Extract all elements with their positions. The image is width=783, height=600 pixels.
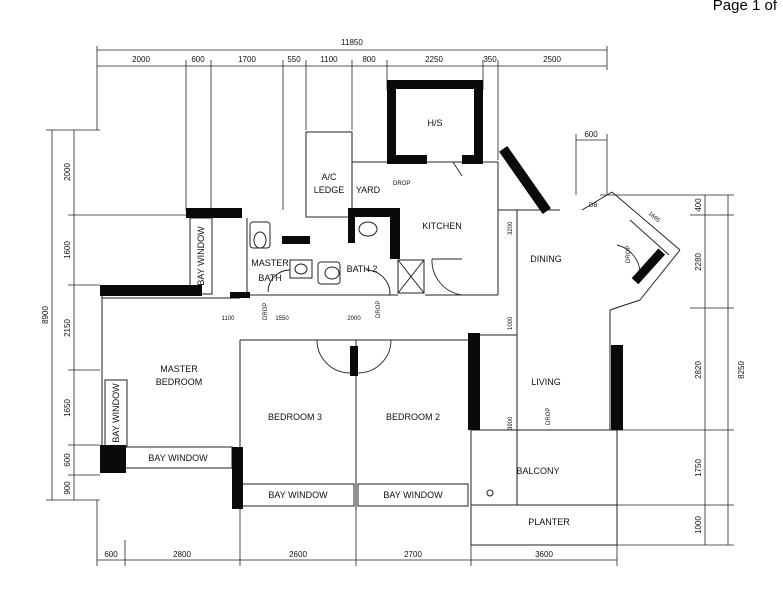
note-mb-dim-1550: 1550 bbox=[275, 316, 289, 322]
room-bedroom2: BEDROOM 2 bbox=[386, 412, 440, 422]
small-top-dim: 600 bbox=[584, 130, 598, 139]
room-planter: PLANTER bbox=[528, 517, 570, 527]
note-ceiling-1000: 1000 bbox=[508, 316, 514, 330]
bay-window-mb-bath: BAY WINDOW bbox=[196, 226, 206, 286]
thin-walls bbox=[101, 131, 681, 546]
note-drop-mb: DROP bbox=[263, 303, 269, 320]
top-dim-8: 350 bbox=[483, 55, 497, 64]
room-master-bath-line2: BATH bbox=[258, 273, 281, 283]
top-dim-2: 600 bbox=[191, 55, 205, 64]
top-dim-5: 1100 bbox=[320, 55, 338, 64]
room-ac-ledge-line1: A/C bbox=[321, 172, 337, 182]
room-labels: H/S A/C LEDGE YARD KITCHEN DINING LIVING… bbox=[111, 118, 570, 527]
bay-window-master-side: BAY WINDOW bbox=[111, 383, 121, 443]
room-bedroom3: BEDROOM 3 bbox=[268, 412, 322, 422]
note-mid-dim-2000: 2000 bbox=[347, 316, 361, 322]
right-dim-1: 400 bbox=[694, 198, 703, 212]
room-balcony: BALCONY bbox=[516, 466, 559, 476]
note-drop-dining: DROP bbox=[626, 246, 632, 263]
bottom-dim-3: 2600 bbox=[289, 550, 307, 559]
left-dim-3: 2150 bbox=[63, 319, 72, 337]
right-overall-dim: 8250 bbox=[737, 361, 746, 379]
right-dim-4: 1750 bbox=[694, 459, 703, 477]
note-drop-living: DROP bbox=[546, 408, 552, 425]
room-dining: DINING bbox=[530, 254, 562, 264]
note-drop-bath: DROP bbox=[376, 301, 382, 318]
left-dim-2: 1600 bbox=[63, 241, 72, 259]
door-swings bbox=[267, 161, 641, 374]
dimension-labels: 11850 2000 600 1700 550 1100 800 2250 35… bbox=[41, 38, 746, 559]
room-living: LIVING bbox=[531, 377, 561, 387]
room-ac-ledge-line2: LEDGE bbox=[314, 185, 345, 195]
right-dim-5: 1000 bbox=[694, 516, 703, 534]
note-mb-dim-1100: 1100 bbox=[222, 316, 236, 322]
bay-window-bedroom3: BAY WINDOW bbox=[268, 490, 328, 500]
right-dim-2: 2280 bbox=[694, 253, 703, 271]
note-db: DB bbox=[589, 203, 597, 209]
room-master-bedroom-line1: MASTER bbox=[160, 364, 198, 374]
left-dim-4: 1650 bbox=[63, 399, 72, 417]
room-master-bedroom-line2: BEDROOM bbox=[156, 377, 203, 387]
note-ceiling-3900: 3900 bbox=[508, 416, 514, 430]
bottom-dim-5: 3600 bbox=[535, 550, 553, 559]
note-ceiling-3200: 3200 bbox=[508, 221, 514, 235]
room-bath2: BATH 2 bbox=[347, 264, 378, 274]
left-dim-5: 600 bbox=[63, 453, 72, 467]
room-master-bath-line1: MASTER bbox=[251, 258, 289, 268]
note-labels: DROP DB DROP 3200 1000 3900 DROP 1100 DR… bbox=[222, 181, 662, 430]
top-dim-1: 2000 bbox=[132, 55, 150, 64]
top-overall-dim: 11850 bbox=[341, 38, 363, 47]
thick-walls bbox=[100, 80, 666, 509]
bay-window-bedroom2: BAY WINDOW bbox=[383, 490, 443, 500]
left-dim-6: 900 bbox=[63, 481, 72, 495]
page-label: Page 1 of bbox=[712, 0, 777, 14]
top-dim-6: 800 bbox=[362, 55, 376, 64]
bottom-dim-2: 2800 bbox=[173, 550, 191, 559]
note-diag-1665: 1665 bbox=[647, 211, 662, 225]
note-drop-yard: DROP bbox=[393, 181, 410, 187]
bottom-dim-1: 600 bbox=[104, 550, 118, 559]
top-dim-7: 2250 bbox=[425, 55, 443, 64]
room-yard: YARD bbox=[356, 185, 381, 195]
top-dim-3: 1700 bbox=[238, 55, 256, 64]
right-dim-3: 2820 bbox=[694, 361, 703, 379]
top-dim-9: 2500 bbox=[543, 55, 561, 64]
top-dim-4: 550 bbox=[287, 55, 301, 64]
left-dim-1: 2000 bbox=[63, 163, 72, 181]
room-hs: H/S bbox=[427, 118, 442, 128]
bay-window-master-bottom: BAY WINDOW bbox=[148, 453, 208, 463]
left-overall-dim: 8900 bbox=[41, 306, 50, 324]
room-kitchen: KITCHEN bbox=[422, 221, 462, 231]
bottom-dim-4: 2700 bbox=[404, 550, 422, 559]
